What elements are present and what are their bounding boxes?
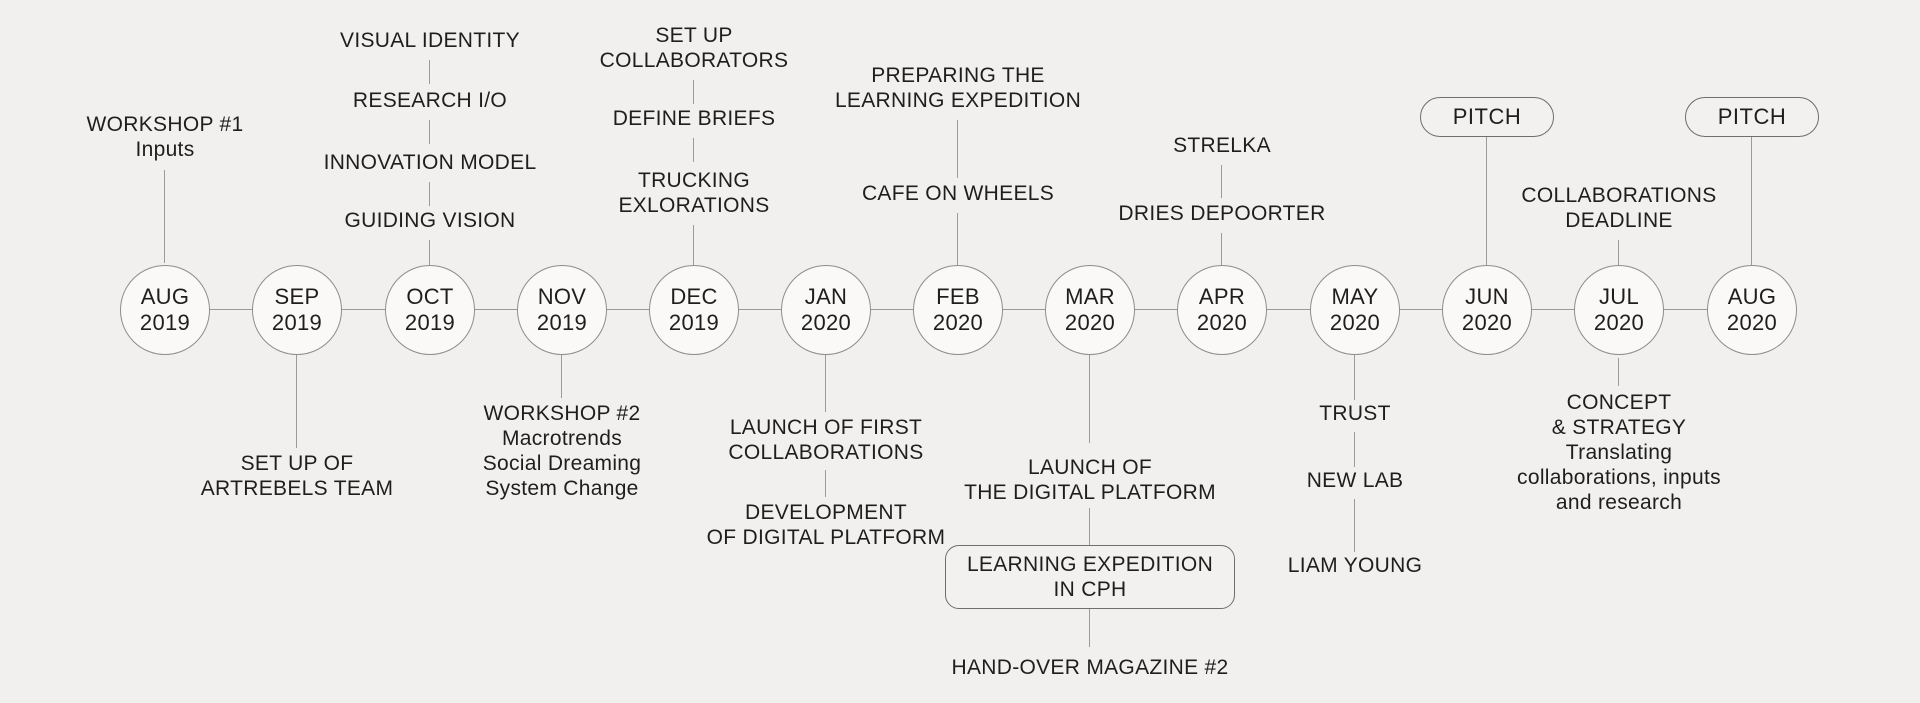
- event-label-concept-strategy: CONCEPT & STRATEGY Translating collabora…: [1517, 391, 1721, 514]
- connector-line: [429, 240, 430, 265]
- connector-line: [561, 355, 562, 398]
- connector-line: [1089, 609, 1090, 647]
- year-label: 2020: [1329, 310, 1381, 335]
- year-label: 2020: [1196, 310, 1248, 335]
- connector-line: [957, 213, 958, 265]
- month-node-jul-2020: JUL 2020: [1574, 265, 1664, 355]
- event-label-guiding-vision: GUIDING VISION: [344, 209, 516, 232]
- month-label: JAN: [804, 284, 848, 309]
- event-label-trust: TRUST: [1319, 402, 1391, 425]
- month-node-mar-2020: MAR 2020: [1045, 265, 1135, 355]
- pitch-badge-label: PITCH: [1452, 104, 1522, 129]
- year-label: 2019: [404, 310, 456, 335]
- event-label-research-io: RESEARCH I/O: [352, 89, 508, 112]
- month-label: AUG: [140, 284, 190, 309]
- learning-expedition-label: LEARNING EXPEDITION IN CPH: [966, 553, 1214, 601]
- event-label-visual-identity: VISUAL IDENTITY: [340, 29, 520, 52]
- connector-line: [825, 470, 826, 497]
- month-node-may-2020: MAY 2020: [1310, 265, 1400, 355]
- connector-line: [1354, 355, 1355, 400]
- event-label-new-lab: NEW LAB: [1306, 469, 1404, 492]
- event-label-set-up-collaborators: SET UP COLLABORATORS: [599, 24, 789, 72]
- month-node-sep-2019: SEP 2019: [252, 265, 342, 355]
- month-label: OCT: [406, 284, 454, 309]
- year-label: 2019: [536, 310, 588, 335]
- connector-line: [1618, 358, 1619, 386]
- month-node-aug-2019: AUG 2019: [120, 265, 210, 355]
- connector-line: [1221, 233, 1222, 265]
- connector-line: [1089, 355, 1090, 443]
- year-label: 2020: [800, 310, 852, 335]
- month-node-nov-2019: NOV 2019: [517, 265, 607, 355]
- connector-line: [693, 225, 694, 265]
- connector-line: [957, 120, 958, 178]
- pitch-badge-label: PITCH: [1717, 104, 1787, 129]
- connector-line: [825, 355, 826, 412]
- year-label: 2020: [1461, 310, 1513, 335]
- connector-line: [1221, 165, 1222, 198]
- connector-line: [1751, 137, 1752, 265]
- year-label: 2020: [932, 310, 984, 335]
- month-node-dec-2019: DEC 2019: [649, 265, 739, 355]
- connector-line: [429, 60, 430, 84]
- year-label: 2020: [1726, 310, 1778, 335]
- event-label-launch-digital-platform: LAUNCH OF THE DIGITAL PLATFORM: [964, 456, 1216, 504]
- month-label: JUL: [1598, 284, 1640, 309]
- month-label: APR: [1198, 284, 1246, 309]
- year-label: 2019: [668, 310, 720, 335]
- month-label: FEB: [936, 284, 980, 309]
- month-node-oct-2019: OCT 2019: [385, 265, 475, 355]
- event-label-set-up-artrebels: SET UP OF ARTREBELS TEAM: [200, 452, 394, 500]
- connector-line: [429, 120, 430, 144]
- connector-line: [164, 170, 165, 263]
- year-label: 2020: [1593, 310, 1645, 335]
- year-label: 2019: [271, 310, 323, 335]
- month-node-jan-2020: JAN 2020: [781, 265, 871, 355]
- learning-expedition-box: LEARNING EXPEDITION IN CPH: [945, 545, 1235, 609]
- event-label-preparing-expedition: PREPARING THE LEARNING EXPEDITION: [834, 64, 1082, 112]
- event-label-cafe-on-wheels: CAFE ON WHEELS: [861, 182, 1055, 205]
- pitch-badge-jun: PITCH: [1420, 97, 1554, 137]
- connector-line: [693, 138, 694, 162]
- event-label-handover-magazine: HAND-OVER MAGAZINE #2: [951, 656, 1229, 679]
- month-label: AUG: [1727, 284, 1777, 309]
- connector-line: [693, 80, 694, 104]
- event-label-workshop-2: WORKSHOP #2 Macrotrends Social Dreaming …: [482, 402, 642, 500]
- month-label: DEC: [670, 284, 718, 309]
- month-label: NOV: [537, 284, 587, 309]
- month-label: JUN: [1465, 284, 1509, 309]
- event-label-liam-young: LIAM YOUNG: [1287, 554, 1423, 577]
- pitch-badge-aug: PITCH: [1685, 97, 1819, 137]
- month-node-apr-2020: APR 2020: [1177, 265, 1267, 355]
- month-node-aug-2020: AUG 2020: [1707, 265, 1797, 355]
- month-label: MAY: [1331, 284, 1379, 309]
- event-label-launch-first-collaborations: LAUNCH OF FIRST COLLABORATIONS: [728, 416, 924, 464]
- event-label-innovation-model: INNOVATION MODEL: [323, 151, 537, 174]
- connector-line: [1354, 432, 1355, 467]
- event-label-collaborations-deadline: COLLABORATIONS DEADLINE: [1521, 184, 1717, 232]
- event-label-define-briefs: DEFINE BRIEFS: [612, 107, 776, 130]
- connector-line: [1354, 499, 1355, 552]
- event-label-strelka: STRELKA: [1173, 134, 1271, 157]
- connector-line: [1618, 240, 1619, 265]
- connector-line: [429, 182, 430, 206]
- month-node-jun-2020: JUN 2020: [1442, 265, 1532, 355]
- connector-line: [296, 355, 297, 448]
- event-label-workshop-1: WORKSHOP #1 Inputs: [86, 113, 244, 161]
- month-label: SEP: [274, 284, 320, 309]
- month-label: MAR: [1065, 284, 1115, 309]
- month-node-feb-2020: FEB 2020: [913, 265, 1003, 355]
- event-label-dries-depoorter: DRIES DEPOORTER: [1118, 202, 1326, 225]
- connector-line: [1486, 137, 1487, 265]
- connector-line: [1089, 508, 1090, 545]
- year-label: 2019: [139, 310, 191, 335]
- event-label-trucking-explorations: TRUCKING EXLORATIONS: [618, 169, 770, 217]
- event-label-development-platform: DEVELOPMENT OF DIGITAL PLATFORM: [706, 501, 946, 549]
- year-label: 2020: [1064, 310, 1116, 335]
